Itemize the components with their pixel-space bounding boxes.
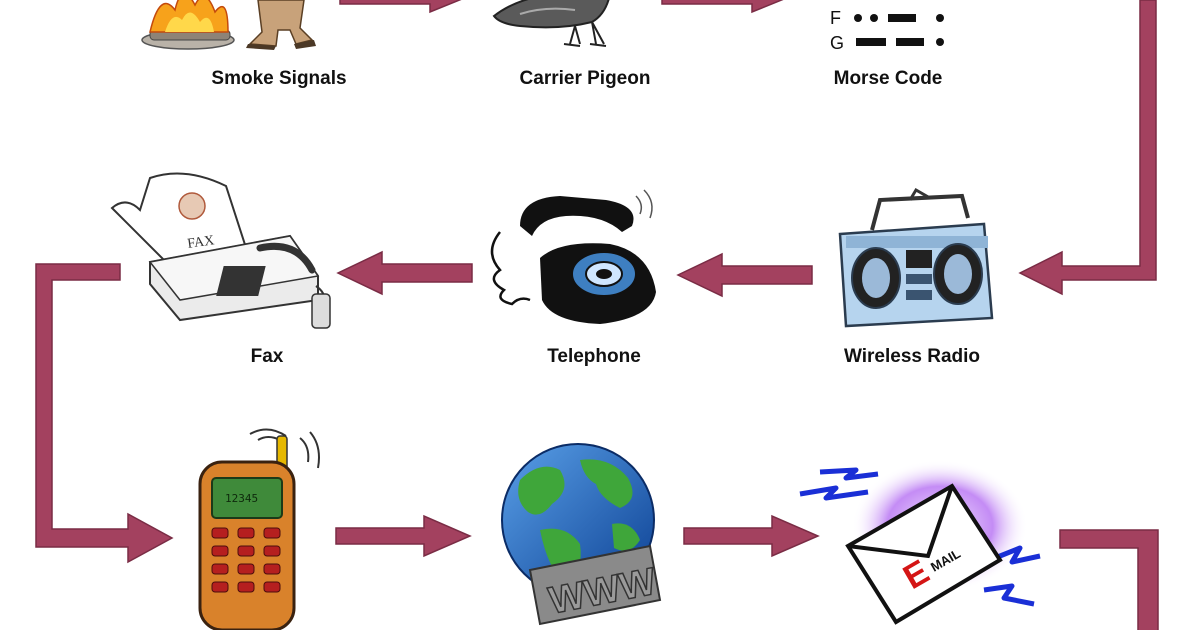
morse-letter-f: F [830,8,841,28]
stage-label-morse-code: Morse Code [833,68,943,89]
globe-www-icon: WWW [501,443,662,626]
morse-code-icon: F G [830,8,944,53]
morse-letter-g: G [830,33,844,53]
fax-machine-icon: FAX [110,172,331,329]
mobile-phone-icon: 12345 [198,428,320,632]
fax-paper-text: FAX [186,233,215,252]
arrow-pigeon-to-morse [661,0,784,14]
arrows [35,0,1159,635]
radio-icon [838,187,994,328]
connector-email-down [1059,529,1159,635]
campfire-icon [141,0,235,50]
arrow-www-to-email [683,514,820,558]
arrow-radio-to-telephone [676,252,813,298]
stage-label-carrier-pigeon: Carrier Pigeon [519,68,651,89]
connector-morse-to-radio [1018,0,1157,296]
rotary-telephone-icon [490,189,656,324]
email-envelope-icon: E MAIL [799,460,1041,625]
stage-label-fax: Fax [250,346,284,367]
connector-fax-to-mobile [35,263,174,564]
stage-label-wireless-radio: Wireless Radio [843,346,981,367]
arrow-mobile-to-www [335,514,472,558]
stage-label-telephone: Telephone [547,346,641,367]
arrow-telephone-to-fax [336,250,473,296]
arrow-smoke-to-pigeon [339,0,462,14]
pigeon-icon [492,0,610,47]
phone-screen-text: 12345 [225,492,258,505]
stage-label-smoke-signals: Smoke Signals [211,68,347,89]
person-legs-icon [246,0,316,50]
